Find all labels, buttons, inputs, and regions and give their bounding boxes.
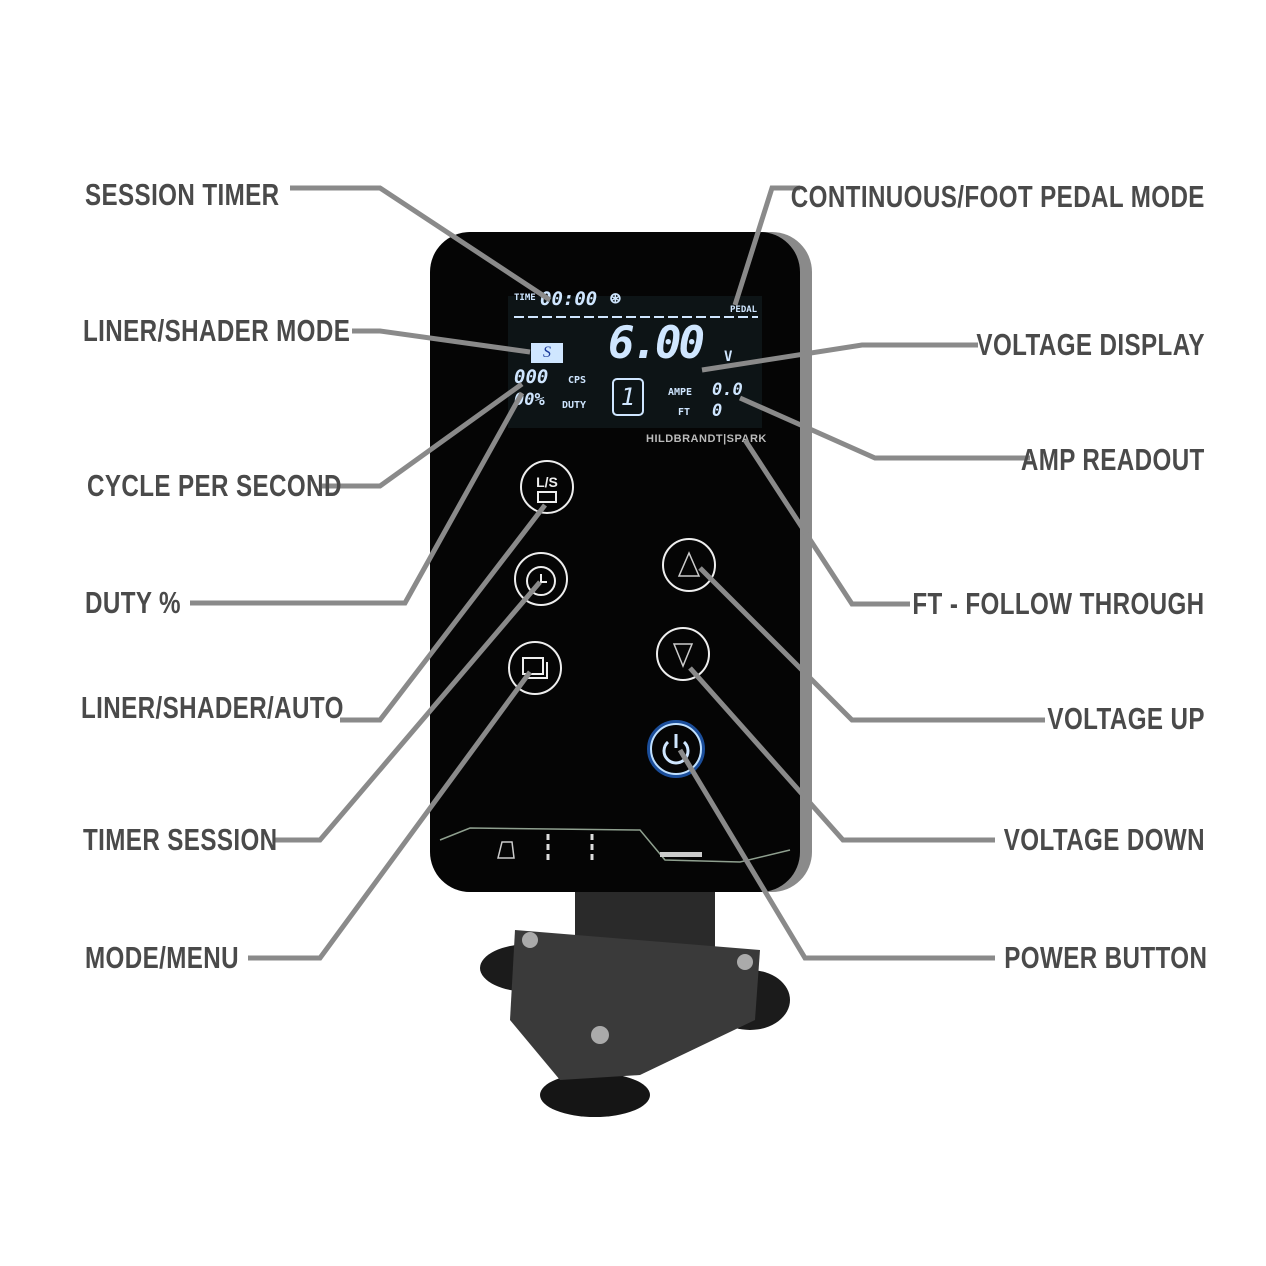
power-icon [662, 740, 690, 765]
duty-label: DUTY [562, 400, 587, 411]
menu-icon [522, 657, 544, 675]
label-voltage-down: VOLTAGE DOWN [1003, 822, 1205, 857]
voltage-unit: V [724, 349, 733, 365]
mode-indicator: S [531, 343, 563, 363]
channel-indicator: 1 [612, 378, 644, 416]
voltage-down-button[interactable] [656, 627, 710, 681]
label-cycle-per-second: CYCLE PER SECOND [87, 468, 342, 503]
label-liner-shader-auto: LINER/SHADER/AUTO [81, 690, 344, 725]
liner-shader-auto-button[interactable] [520, 460, 574, 514]
mode-menu-button[interactable] [508, 641, 562, 695]
leader-lines [190, 185, 1045, 961]
power-port-icon [660, 852, 702, 857]
triangle-down-icon [672, 643, 694, 668]
label-amp-readout: AMP READOUT [1021, 442, 1205, 477]
label-continuous-foot-pedal: CONTINUOUS/FOOT PEDAL MODE [790, 179, 1205, 214]
time-label: TIME [514, 293, 536, 303]
pedal-label: PEDAL [730, 305, 758, 315]
label-liner-shader-mode: LINER/SHADER MODE [83, 313, 351, 348]
turtle-speed-icon: ⊛ [610, 288, 621, 309]
stopwatch-icon [526, 566, 556, 596]
timer-session-button[interactable] [514, 552, 568, 606]
cps-value: 000 [514, 366, 549, 388]
session-timer-value: 00:00 [540, 288, 598, 310]
foot-pedal-port-icon [497, 841, 515, 859]
triangle-up-icon [677, 551, 701, 577]
label-duty: DUTY % [85, 585, 181, 620]
lcd-divider [514, 316, 758, 318]
brand-logo: HILDBRANDT|SPARK [646, 433, 767, 445]
label-session-timer: SESSION TIMER [85, 177, 280, 212]
cps-label: CPS [568, 375, 587, 386]
power-button[interactable] [647, 720, 705, 778]
voltage-up-button[interactable] [662, 538, 716, 592]
ft-value: 0 [712, 401, 723, 421]
voltage-value: 6.00 [608, 318, 705, 369]
amp-label: AMPE [668, 387, 693, 398]
label-mode-menu: MODE/MENU [85, 940, 239, 975]
label-timer-session: TIMER SESSION [83, 822, 278, 857]
label-power-button: POWER BUTTON [1003, 940, 1207, 975]
label-voltage-up: VOLTAGE UP [1047, 701, 1205, 736]
label-ft-follow-through: FT - FOLLOW THROUGH [912, 586, 1205, 621]
ls-button-label: L/S [536, 474, 558, 490]
label-voltage-display: VOLTAGE DISPLAY [976, 327, 1205, 362]
amp-value: 0.0 [712, 380, 743, 400]
ft-label: FT [678, 407, 691, 418]
